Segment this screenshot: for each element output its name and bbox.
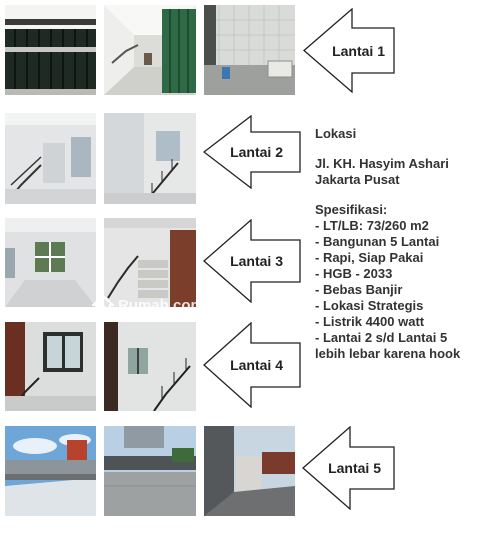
floor2-label: Lantai 2 [230,144,283,160]
photo-floor5-roof-b [104,426,196,516]
photo-floor2-a [5,113,96,204]
floor3-label: Lantai 3 [230,253,283,269]
floor1-arrow-label: Lantai 1 [303,8,395,93]
spec-item: - LT/LB: 73/260 m2 [315,218,429,233]
photo-floor5-roof-c [204,426,295,516]
spec-item: - Lokasi Strategis [315,298,424,313]
floor4-label: Lantai 4 [230,357,283,373]
photo-floor2-b [104,113,196,204]
property-info: Lokasi Jl. KH. Hasyim Ashari Jakarta Pus… [315,126,495,362]
location-heading: Lokasi [315,126,357,141]
spec-item: - Bangunan 5 Lantai [315,234,440,249]
photo-floor1-gate [5,5,96,95]
house-logo-icon [92,294,114,315]
floor1-label: Lantai 1 [332,42,385,59]
floor3-arrow-label: Lantai 3 [203,219,301,303]
spec-item: - Listrik 4400 watt [315,314,425,329]
spec-item: - HGB - 2033 [315,266,393,281]
photo-floor1-hall [104,5,196,95]
floor5-label: Lantai 5 [328,460,381,476]
floor4-arrow-label: Lantai 4 [203,322,301,408]
spec-list: - LT/LB: 73/260 m2 - Bangunan 5 Lantai -… [315,218,495,362]
watermark-text: Rumah.com [118,296,204,314]
spec-item: - Rapi, Siap Pakai [315,250,424,265]
floor2-arrow-label: Lantai 2 [203,115,301,189]
spec-heading: Spesifikasi: [315,202,388,217]
spec-item: - Lantai 2 s/d Lantai 5 [315,330,448,345]
spec-item: lebih lebar karena hook [315,346,461,361]
photo-floor1-bathroom [204,5,295,95]
photo-floor3-b [104,218,196,307]
photo-floor3-a [5,218,96,307]
spec-item: - Bebas Banjir [315,282,403,297]
floor5-arrow-label: Lantai 5 [302,426,395,510]
photo-floor5-roof-a [5,426,96,516]
rumah-watermark: Rumah.com [92,294,204,316]
photo-floor4-a [5,322,96,411]
photo-floor4-b [104,322,196,411]
address-line-2: Jakarta Pusat [315,172,400,187]
address-line-1: Jl. KH. Hasyim Ashari [315,156,449,171]
